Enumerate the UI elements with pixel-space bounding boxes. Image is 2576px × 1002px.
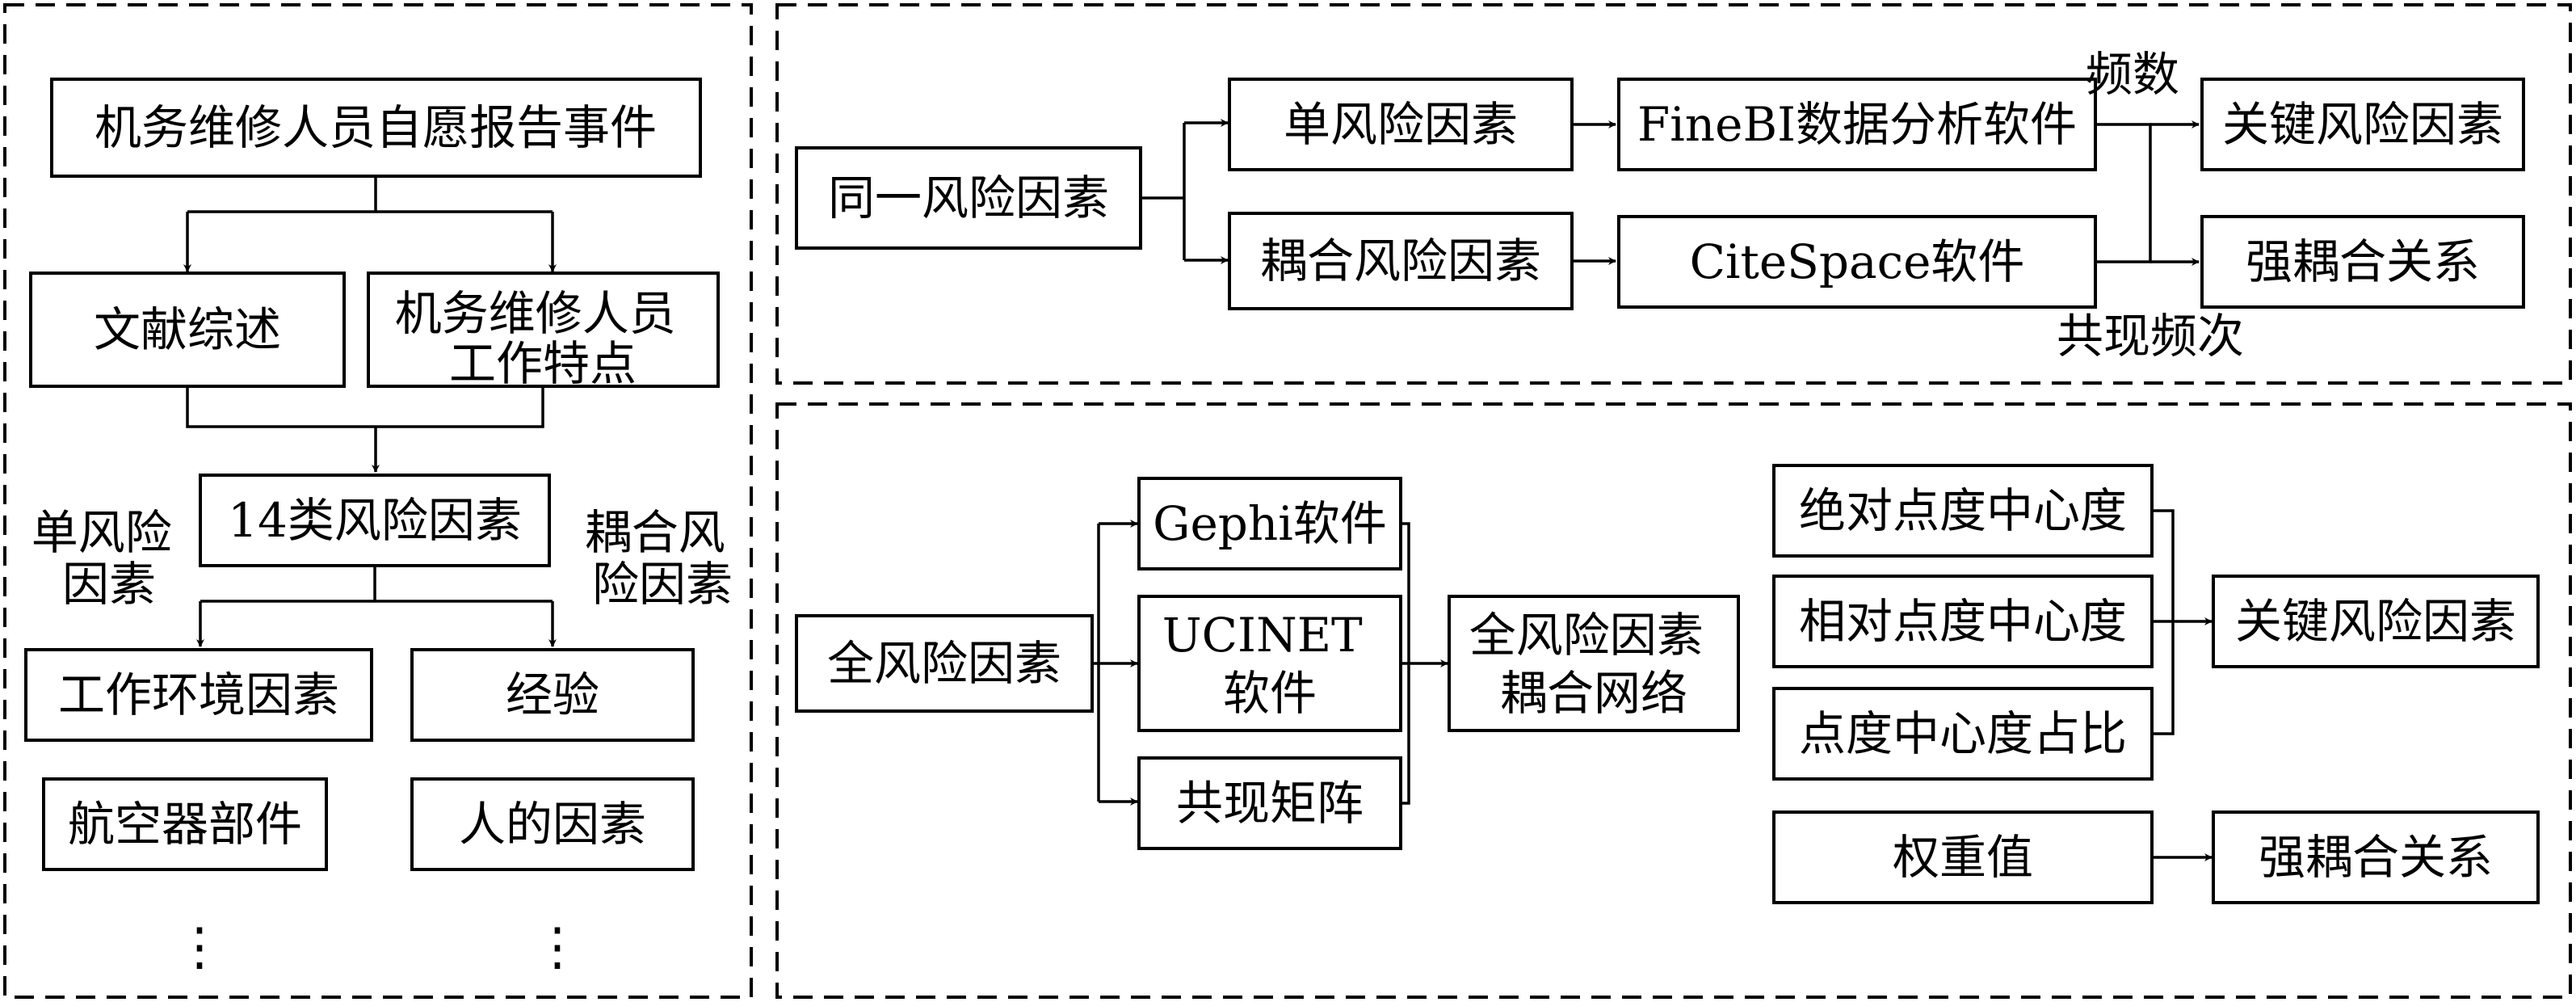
experience-box xyxy=(410,648,695,742)
risk-factor-types-text: 14类风险因素 xyxy=(228,493,522,548)
gephi-text: Gephi软件 xyxy=(1153,496,1387,551)
coupling-network-text: 全风险因素 耦合网络 xyxy=(1469,592,1718,721)
ucinet-text: UCINET 软件 xyxy=(1162,592,1377,721)
absolute-degree-box xyxy=(1772,464,2154,558)
literature-review-box xyxy=(29,272,346,388)
same-risk-split-connector xyxy=(1141,123,1186,260)
software-crossing-connector xyxy=(2095,123,2152,263)
human-factors-text: 人的因素 xyxy=(459,797,646,852)
finebi-text: FineBI数据分析软件 xyxy=(1637,97,2077,152)
all-risk-factors-box xyxy=(795,614,1094,713)
strong-coupling-text-bottom: 强耦合关系 xyxy=(2259,830,2493,885)
report-events-box xyxy=(50,78,702,178)
same-risk-factor-text: 同一风险因素 xyxy=(828,171,1109,225)
top-right-panel-border xyxy=(775,3,2572,385)
weight-box xyxy=(1772,810,2154,904)
same-risk-factor-box xyxy=(795,146,1142,250)
left-panel-border xyxy=(3,3,753,999)
ucinet-box xyxy=(1137,595,1402,732)
worker-traits-line-1: 机务维修人员 xyxy=(395,286,676,341)
weight-text: 权重值 xyxy=(1893,830,2033,885)
key-risk-factors-text-top: 关键风险因素 xyxy=(2222,97,2503,152)
report-to-branches-connector xyxy=(187,176,553,213)
all-risk-split-connector xyxy=(1092,524,1100,802)
co-matrix-box xyxy=(1137,756,1402,850)
single-risk-label-line-1: 单风险 xyxy=(32,505,172,560)
literature-review-text: 文献综述 xyxy=(94,302,281,357)
co-occurrence-label: 共现频次 xyxy=(2057,309,2244,364)
co-matrix-text: 共现矩阵 xyxy=(1176,776,1364,831)
relative-degree-box xyxy=(1772,575,2154,668)
strong-coupling-box-bottom xyxy=(2212,810,2540,904)
experience-text: 经验 xyxy=(506,667,599,722)
key-risk-factors-text-bottom: 关键风险因素 xyxy=(2235,594,2516,649)
work-environment-box xyxy=(24,648,373,742)
left-panel: 机务维修人员自愿报告事件 文献综述 机务维修人员 工作特点 14类风险因素 单风… xyxy=(24,78,740,977)
bottom-right-panel: 全风险因素 Gephi软件 UCINET 软件 共现矩阵 全风险因素 耦合网络 … xyxy=(795,464,2540,904)
human-factors-box xyxy=(410,777,695,871)
all-risk-factors-text: 全风险因素 xyxy=(827,636,1061,691)
relative-degree-text: 相对点度中心度 xyxy=(1799,594,2127,649)
coupled-risk-label: 耦合风 险因素 xyxy=(585,489,740,612)
key-risk-factors-box-top xyxy=(2200,78,2525,171)
citespace-text: CiteSpace软件 xyxy=(1690,234,2025,289)
risk-types-split-connector xyxy=(200,566,553,603)
citespace-box xyxy=(1617,215,2097,309)
ellipsis-right: ⋮ xyxy=(532,917,583,977)
single-risk-label-line-2: 因素 xyxy=(62,557,156,612)
degree-merge-connector xyxy=(2152,509,2175,735)
work-environment-text: 工作环境因素 xyxy=(58,667,339,722)
worker-traits-line-2: 工作特点 xyxy=(449,336,637,391)
ucinet-line-2: 软件 xyxy=(1223,666,1317,721)
branches-merge-connector xyxy=(186,386,544,428)
ucinet-line-1: UCINET xyxy=(1162,608,1363,663)
bottom-right-panel-border xyxy=(775,402,2572,999)
absolute-degree-text: 绝对点度中心度 xyxy=(1799,483,2127,538)
coupled-risk-label-line-2: 险因素 xyxy=(592,557,733,612)
degree-ratio-box xyxy=(1772,687,2154,781)
frequency-label: 频数 xyxy=(2086,47,2179,102)
coupling-network-line-1: 全风险因素 xyxy=(1469,608,1704,663)
coupled-risk-factor-box xyxy=(1228,212,1574,310)
single-risk-factor-text: 单风险因素 xyxy=(1284,97,1518,152)
worker-traits-text: 机务维修人员 工作特点 xyxy=(395,270,691,391)
strong-coupling-text-top: 强耦合关系 xyxy=(2246,234,2480,289)
coupling-network-line-2: 耦合网络 xyxy=(1500,666,1687,721)
single-risk-label: 单风险 因素 xyxy=(32,489,187,612)
coupling-network-box xyxy=(1448,595,1740,732)
aircraft-parts-box xyxy=(42,777,328,871)
ellipsis-left: ⋮ xyxy=(174,917,225,977)
strong-coupling-box-top xyxy=(2200,215,2525,309)
aircraft-parts-text: 航空器部件 xyxy=(68,797,302,852)
coupled-risk-factor-text: 耦合风险因素 xyxy=(1260,234,1541,288)
coupled-risk-label-line-1: 耦合风 xyxy=(585,505,725,560)
degree-ratio-text: 点度中心度占比 xyxy=(1799,706,2127,761)
top-right-panel: 同一风险因素 单风险因素 耦合风险因素 FineBI数据分析软件 CiteSpa… xyxy=(795,47,2525,364)
report-events-text: 机务维修人员自愿报告事件 xyxy=(95,100,657,155)
key-risk-factors-box-bottom xyxy=(2212,575,2540,668)
